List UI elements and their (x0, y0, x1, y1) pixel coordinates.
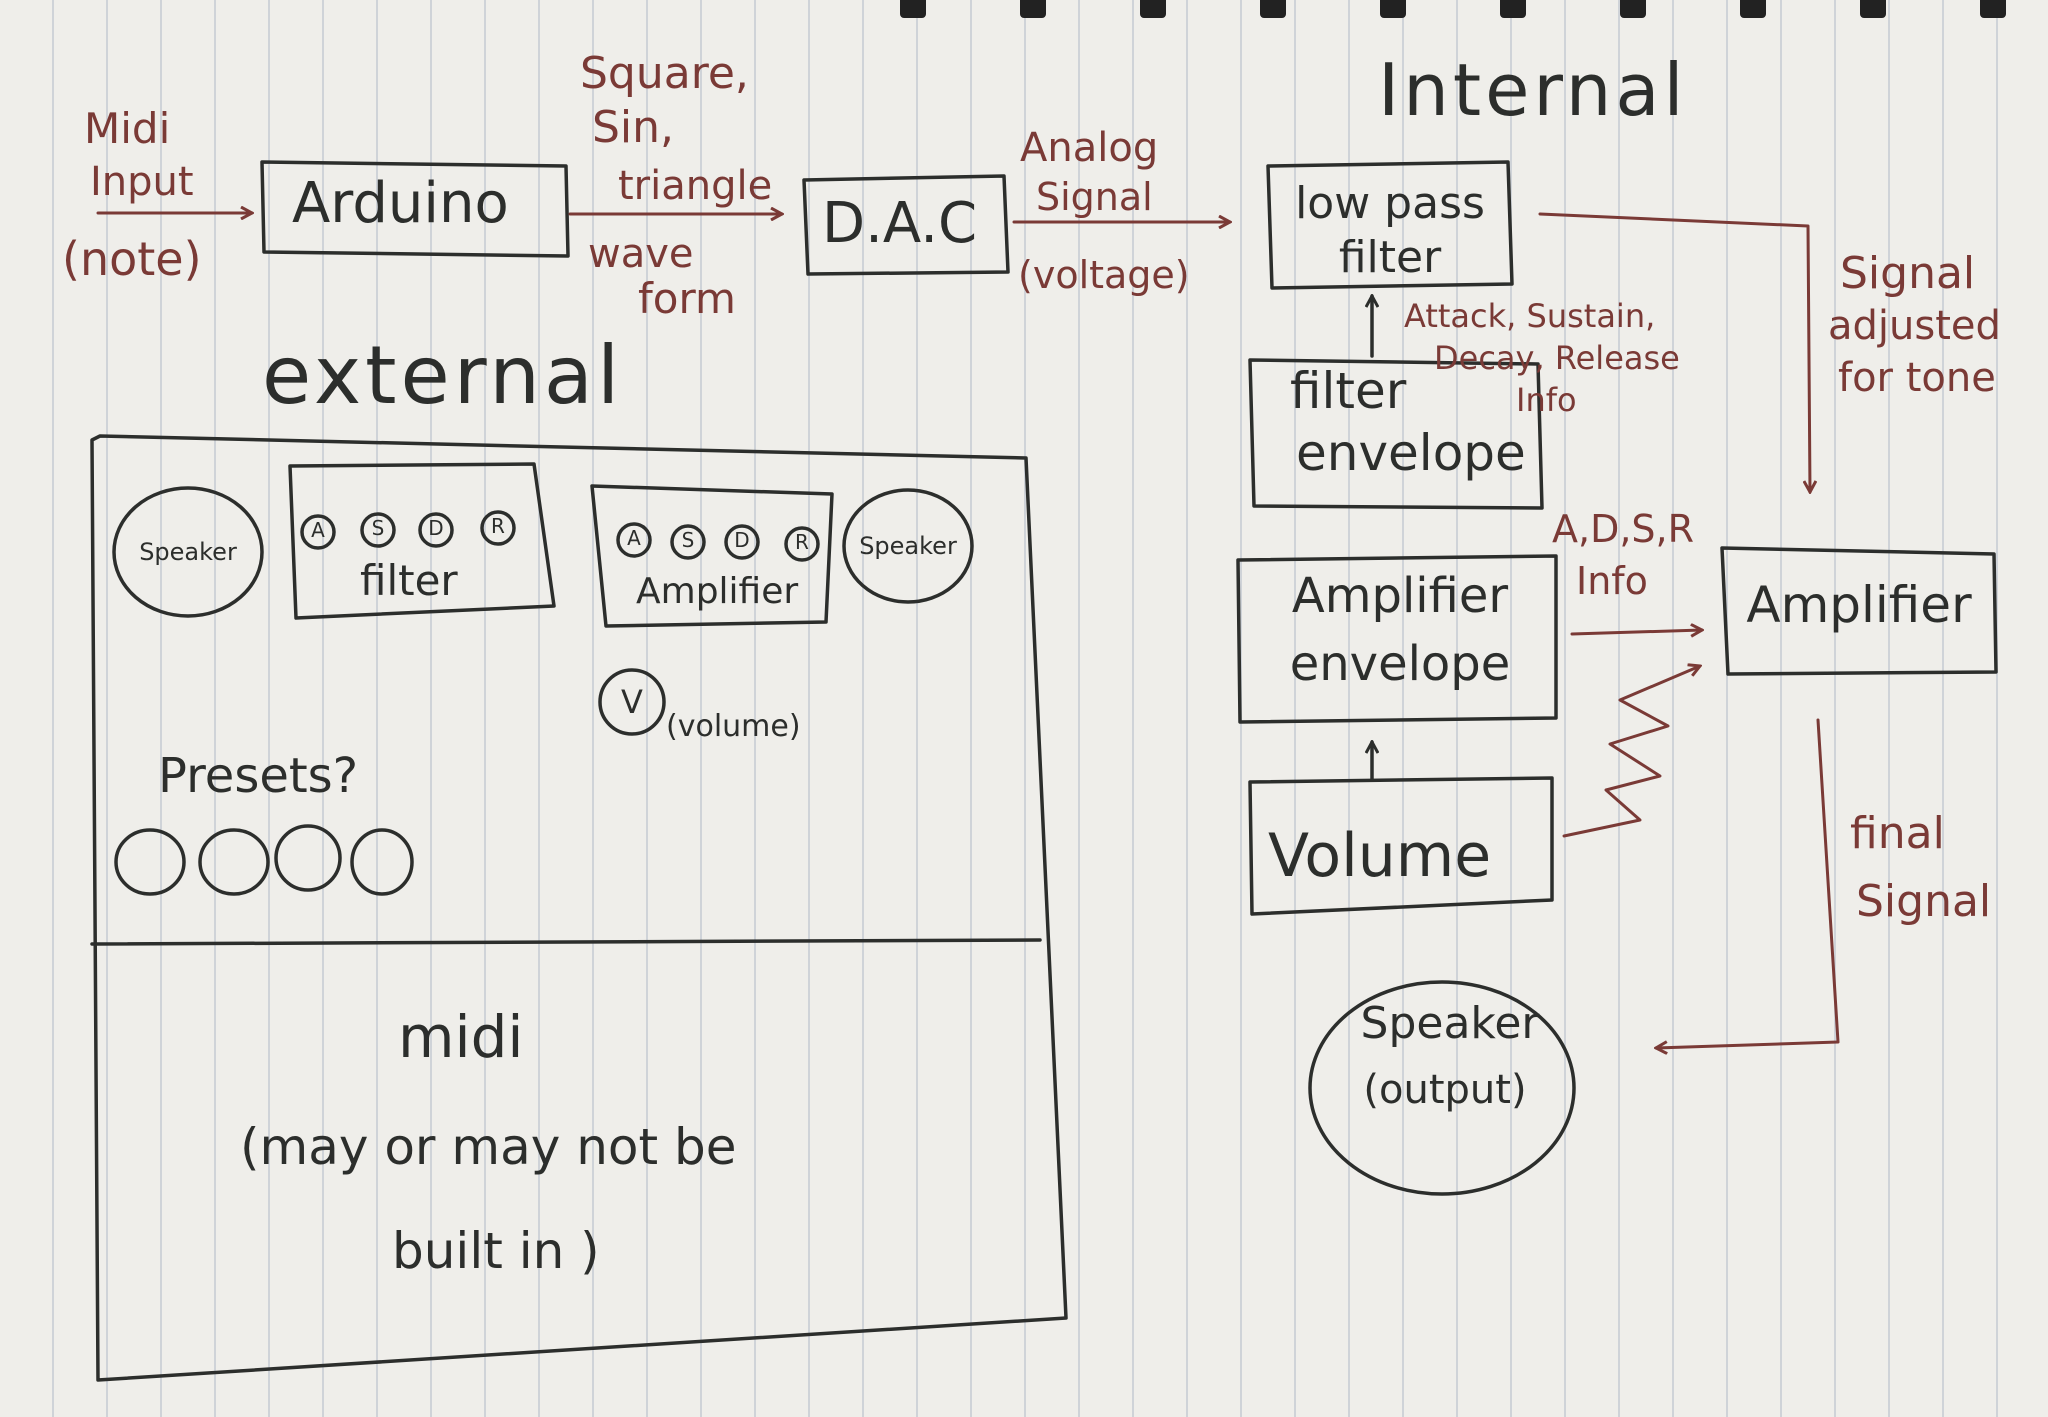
amp-knob-s-label: S (681, 528, 695, 552)
arduino-box (260, 160, 570, 258)
amp-knob-d-label: D (734, 528, 750, 552)
final-signal-line (1656, 718, 1840, 1048)
amp-knob-a-label: A (627, 526, 641, 550)
speaker-output-line-2: (output) (1363, 1067, 1527, 1113)
lowpass-filter-line-1: low pass (1295, 178, 1485, 229)
adsr-info-line-2: Decay, Release (1434, 339, 1680, 377)
preset-button-4 (350, 828, 414, 896)
midi-section-note-1: (may or may not be (240, 1118, 737, 1176)
filter-knob-a-label: A (311, 518, 325, 542)
volume-knob-label: V (621, 683, 643, 721)
lowpass-filter-box (1266, 160, 1514, 290)
signal-adjusted-line-1: Signal (1840, 248, 1976, 299)
speaker-output-circle (1308, 980, 1576, 1196)
amp-knob-r (784, 526, 820, 562)
filter-knob-s-label: S (371, 516, 385, 540)
lowpass-filter-line-2: filter (1338, 232, 1442, 283)
final-signal-line-1: final (1850, 808, 1945, 859)
adsr-short-line-1: A,D,S,R (1552, 507, 1695, 551)
preset-button-2 (198, 828, 270, 896)
amp-knob-box-label: Amplifier (636, 571, 799, 612)
filter-knob-a (300, 514, 336, 550)
amp-knob-s (670, 524, 706, 560)
analog-line-1: Analog (1020, 125, 1159, 171)
filter-knob-box (288, 462, 556, 620)
dac-box (802, 174, 1010, 276)
amp-knob-a (616, 522, 652, 558)
signal-adjusted-line-2: adjusted (1828, 303, 2001, 349)
arduino-label: Arduino (292, 171, 509, 236)
amp-knob-d (724, 524, 760, 560)
filter-knob-d-label: D (428, 516, 444, 540)
volume-knob (598, 668, 666, 736)
filter-knob-s (360, 512, 396, 548)
analog-voltage: (voltage) (1018, 253, 1190, 297)
midi-input-line-1: Midi (84, 104, 171, 153)
filter-envelope-line-1: filter (1290, 362, 1407, 420)
volume-label: Volume (1268, 821, 1492, 891)
speaker-left-circle (112, 486, 264, 618)
external-panel (90, 434, 1068, 1382)
preset-button-1 (114, 828, 186, 896)
amp-knob-box (590, 484, 834, 628)
filter-knob-box-label: filter (360, 556, 458, 605)
signal-adjusted-line-3: for tone (1838, 355, 1996, 401)
amplifier-label: Amplifier (1746, 576, 1972, 634)
waveform-line-5: form (638, 274, 736, 323)
adsr-info-line-1: Attack, Sustain, (1404, 297, 1656, 335)
waveform-line-3: triangle (618, 163, 773, 209)
filter-knob-d (418, 512, 454, 548)
spiral-binding (0, 0, 2048, 24)
amp-envelope-box (1236, 554, 1558, 724)
amplifier-box (1720, 546, 1998, 676)
amp-envelope-line-1: Amplifier (1291, 568, 1509, 624)
preset-button-3 (274, 824, 342, 892)
midi-input-line-3: (note) (62, 232, 202, 286)
speaker-left-label: Speaker (139, 538, 237, 566)
external-heading: external (262, 329, 624, 422)
adsr-short-line-2: Info (1576, 559, 1648, 603)
volume-box (1248, 776, 1554, 916)
midi-section-note-2: built in ) (392, 1222, 600, 1280)
filter-knob-r-label: R (491, 514, 505, 538)
speaker-right-circle (842, 488, 974, 604)
speaker-output-line-1: Speaker (1360, 998, 1540, 1049)
filter-envelope-box (1248, 358, 1544, 510)
arrow-volume-to-amplifier (1562, 666, 1700, 838)
waveform-line-2: Sin, (592, 102, 675, 153)
amp-knob-r-label: R (795, 530, 809, 554)
arrow-ampenv-to-amplifier (1570, 630, 1702, 634)
volume-knob-caption: (volume) (666, 709, 801, 744)
waveform-line-4: wave (588, 231, 694, 277)
waveform-line-1: Square, (580, 48, 749, 99)
filter-envelope-line-2: envelope (1296, 424, 1526, 482)
dac-label: D.A.C (822, 191, 978, 256)
analog-line-2: Signal (1036, 175, 1153, 219)
midi-input-line-2: Input (90, 159, 194, 205)
midi-section-title: midi (398, 1003, 524, 1071)
amp-envelope-line-2: envelope (1289, 636, 1511, 692)
adsr-info-line-3: Info (1516, 381, 1577, 419)
signal-adjusted-line (1538, 212, 1810, 492)
presets-label: Presets? (158, 748, 359, 804)
final-signal-line-2: Signal (1856, 876, 1992, 927)
speaker-right-label: Speaker (859, 532, 957, 560)
filter-knob-r (480, 510, 516, 546)
internal-heading: Internal (1378, 48, 1688, 132)
panel-divider (90, 938, 1042, 946)
